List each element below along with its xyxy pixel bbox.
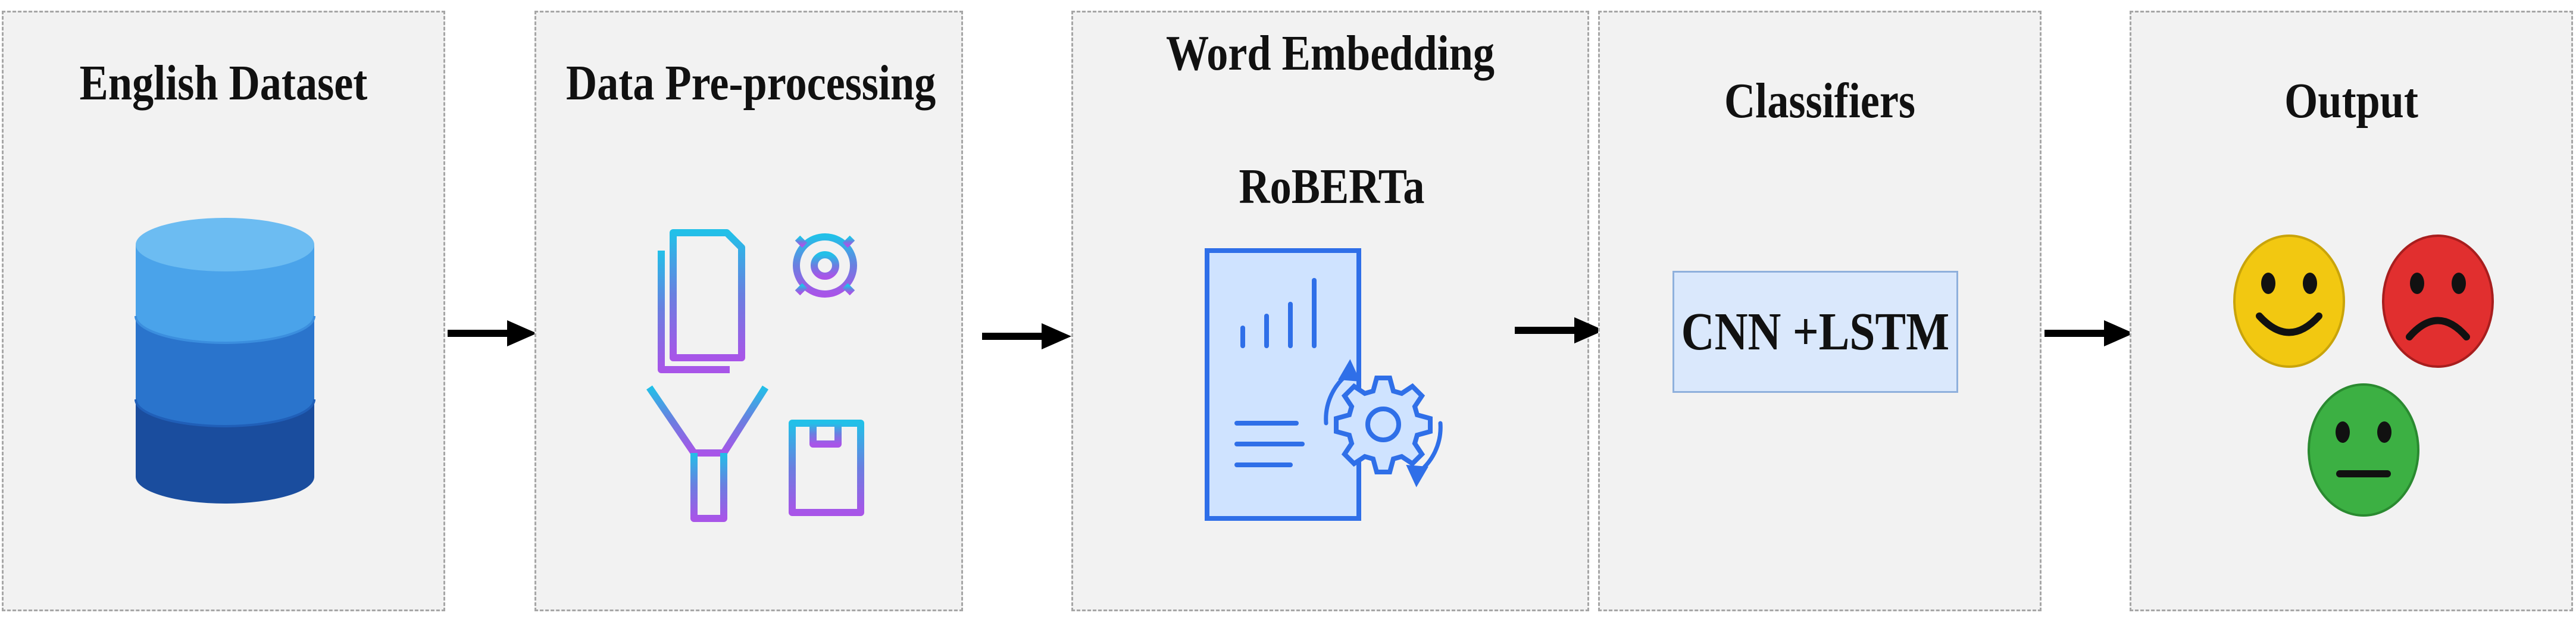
stage-data-preprocessing: Data Pre-processing <box>534 11 963 611</box>
embedding-model-name: RoBERTa <box>1239 159 1425 214</box>
stage-title: English Dataset <box>79 55 368 111</box>
classifier-model-box: CNN +LSTM <box>1672 271 1958 393</box>
stage-title: Data Pre-processing <box>565 55 936 111</box>
sad-face-icon <box>2382 235 2494 368</box>
database-icon <box>135 218 315 504</box>
document-settings-icon <box>1205 248 1443 521</box>
classifier-model-label: CNN +LSTM <box>1681 302 1950 361</box>
flow-arrow <box>448 315 537 354</box>
flow-arrow <box>982 318 1071 357</box>
stage-title: Classifiers <box>1724 73 1916 129</box>
flow-arrow <box>2044 315 2134 354</box>
happy-face-icon <box>2233 235 2345 368</box>
stage-title: Word Embedding <box>1165 26 1495 81</box>
neutral-face-icon <box>2308 383 2419 517</box>
stage-word-embedding: Word Embedding <box>1071 11 1589 611</box>
stage-output: Output <box>2130 11 2573 611</box>
flow-arrow <box>1515 312 1604 351</box>
stage-english-dataset: English Dataset <box>2 11 445 611</box>
preprocessing-pipeline-icon <box>643 227 864 522</box>
stage-title: Output <box>2284 73 2418 129</box>
